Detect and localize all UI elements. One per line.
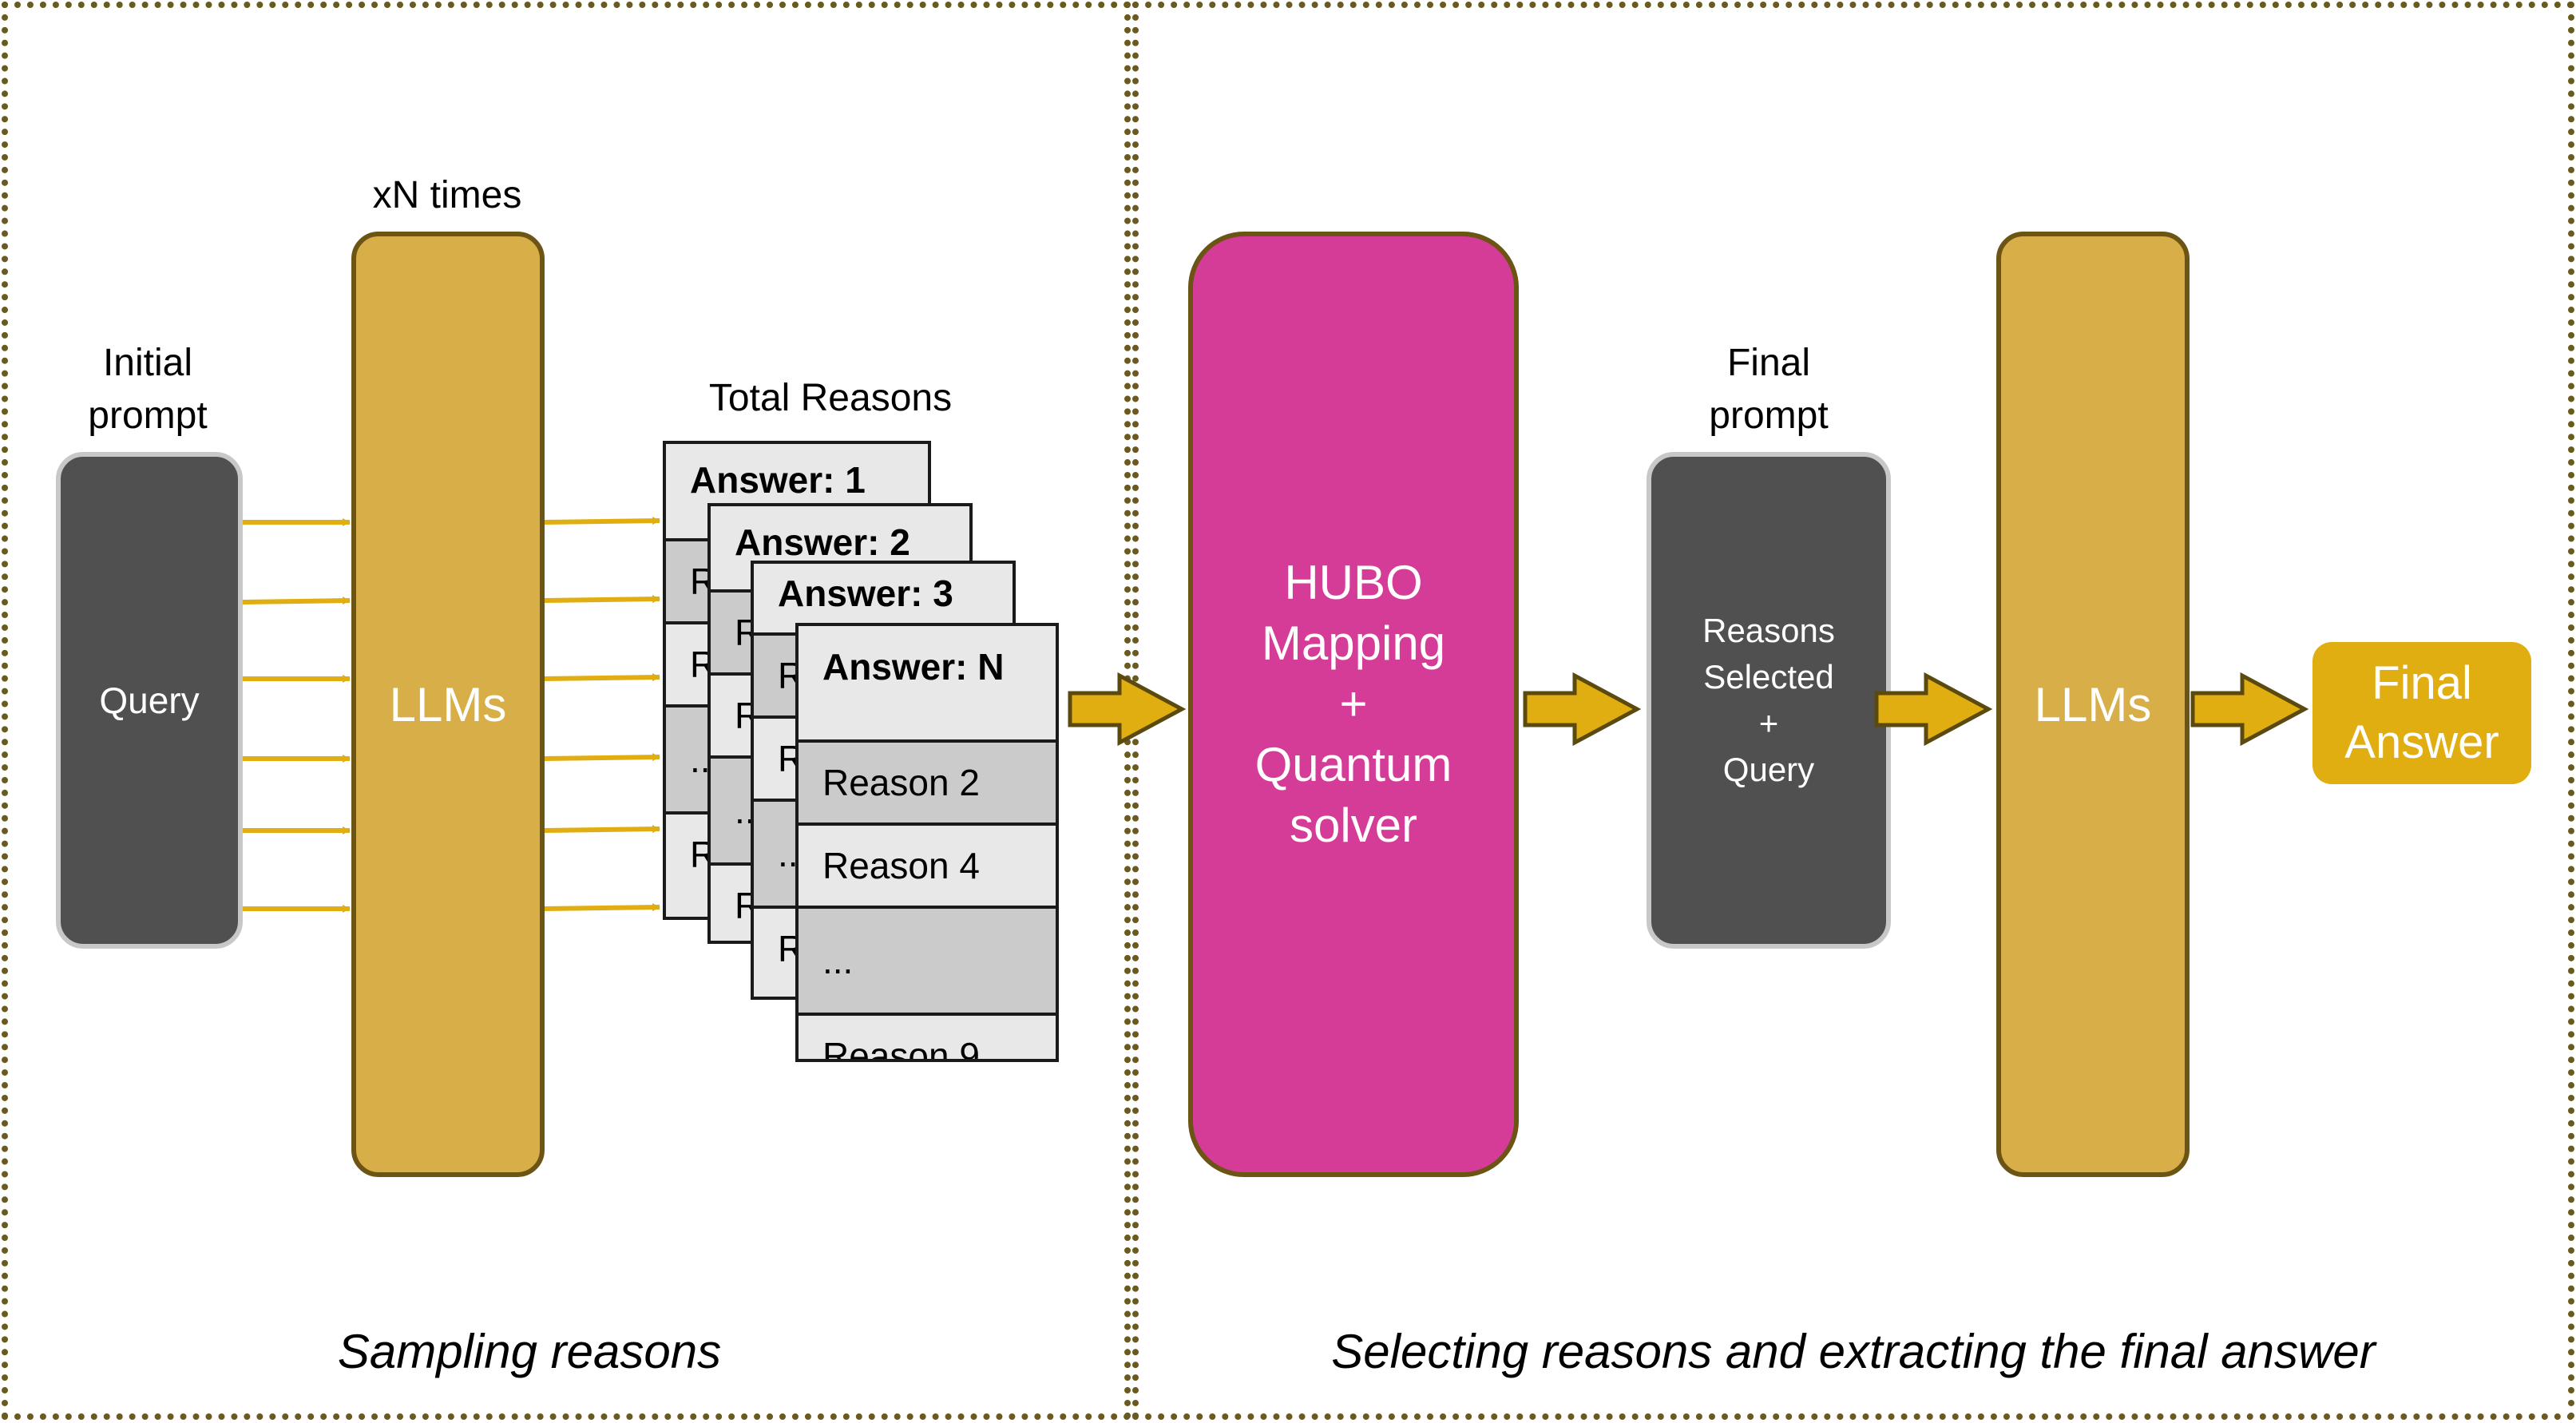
block-arrow <box>1523 672 1642 747</box>
query-box: Query <box>56 452 243 949</box>
final-prompt-label: Final prompt <box>1709 342 1829 437</box>
arrow <box>544 595 660 604</box>
block-arrow <box>1068 672 1187 747</box>
reason-row: Reason 9 <box>799 1013 1056 1059</box>
answer-card-front: Answer: N Reason 2 Reason 4 ... Reason 9 <box>795 623 1059 1062</box>
initial-prompt-label: Initial prompt <box>88 342 208 437</box>
block-arrow <box>1874 672 1993 747</box>
total-reasons-label: Total Reasons <box>708 377 953 419</box>
final-answer-box: Final Answer <box>2312 642 2531 784</box>
arrow <box>242 597 351 605</box>
reason-row: Reason 4 <box>799 822 1056 906</box>
reason-row: ... <box>799 906 1056 1013</box>
arrow <box>544 903 660 912</box>
right-panel-caption: Selecting reasons and extracting the fin… <box>1331 1325 2376 1378</box>
arrow <box>544 825 660 834</box>
final-prompt-box: Reasons Selected + Query <box>1647 452 1891 949</box>
llm-box-final: LLMs <box>1996 232 2190 1177</box>
arrow <box>544 753 660 762</box>
block-arrow <box>2190 672 2309 747</box>
left-panel-caption: Sampling reasons <box>337 1325 722 1378</box>
llm-box-sampling: LLMs <box>351 232 545 1177</box>
arrow <box>544 673 660 682</box>
arrow <box>544 517 660 525</box>
repeat-label: xN times <box>372 174 522 216</box>
hubo-quantum-box: HUBO Mapping + Quantum solver <box>1188 232 1519 1177</box>
reason-row: Reason 2 <box>799 739 1056 822</box>
